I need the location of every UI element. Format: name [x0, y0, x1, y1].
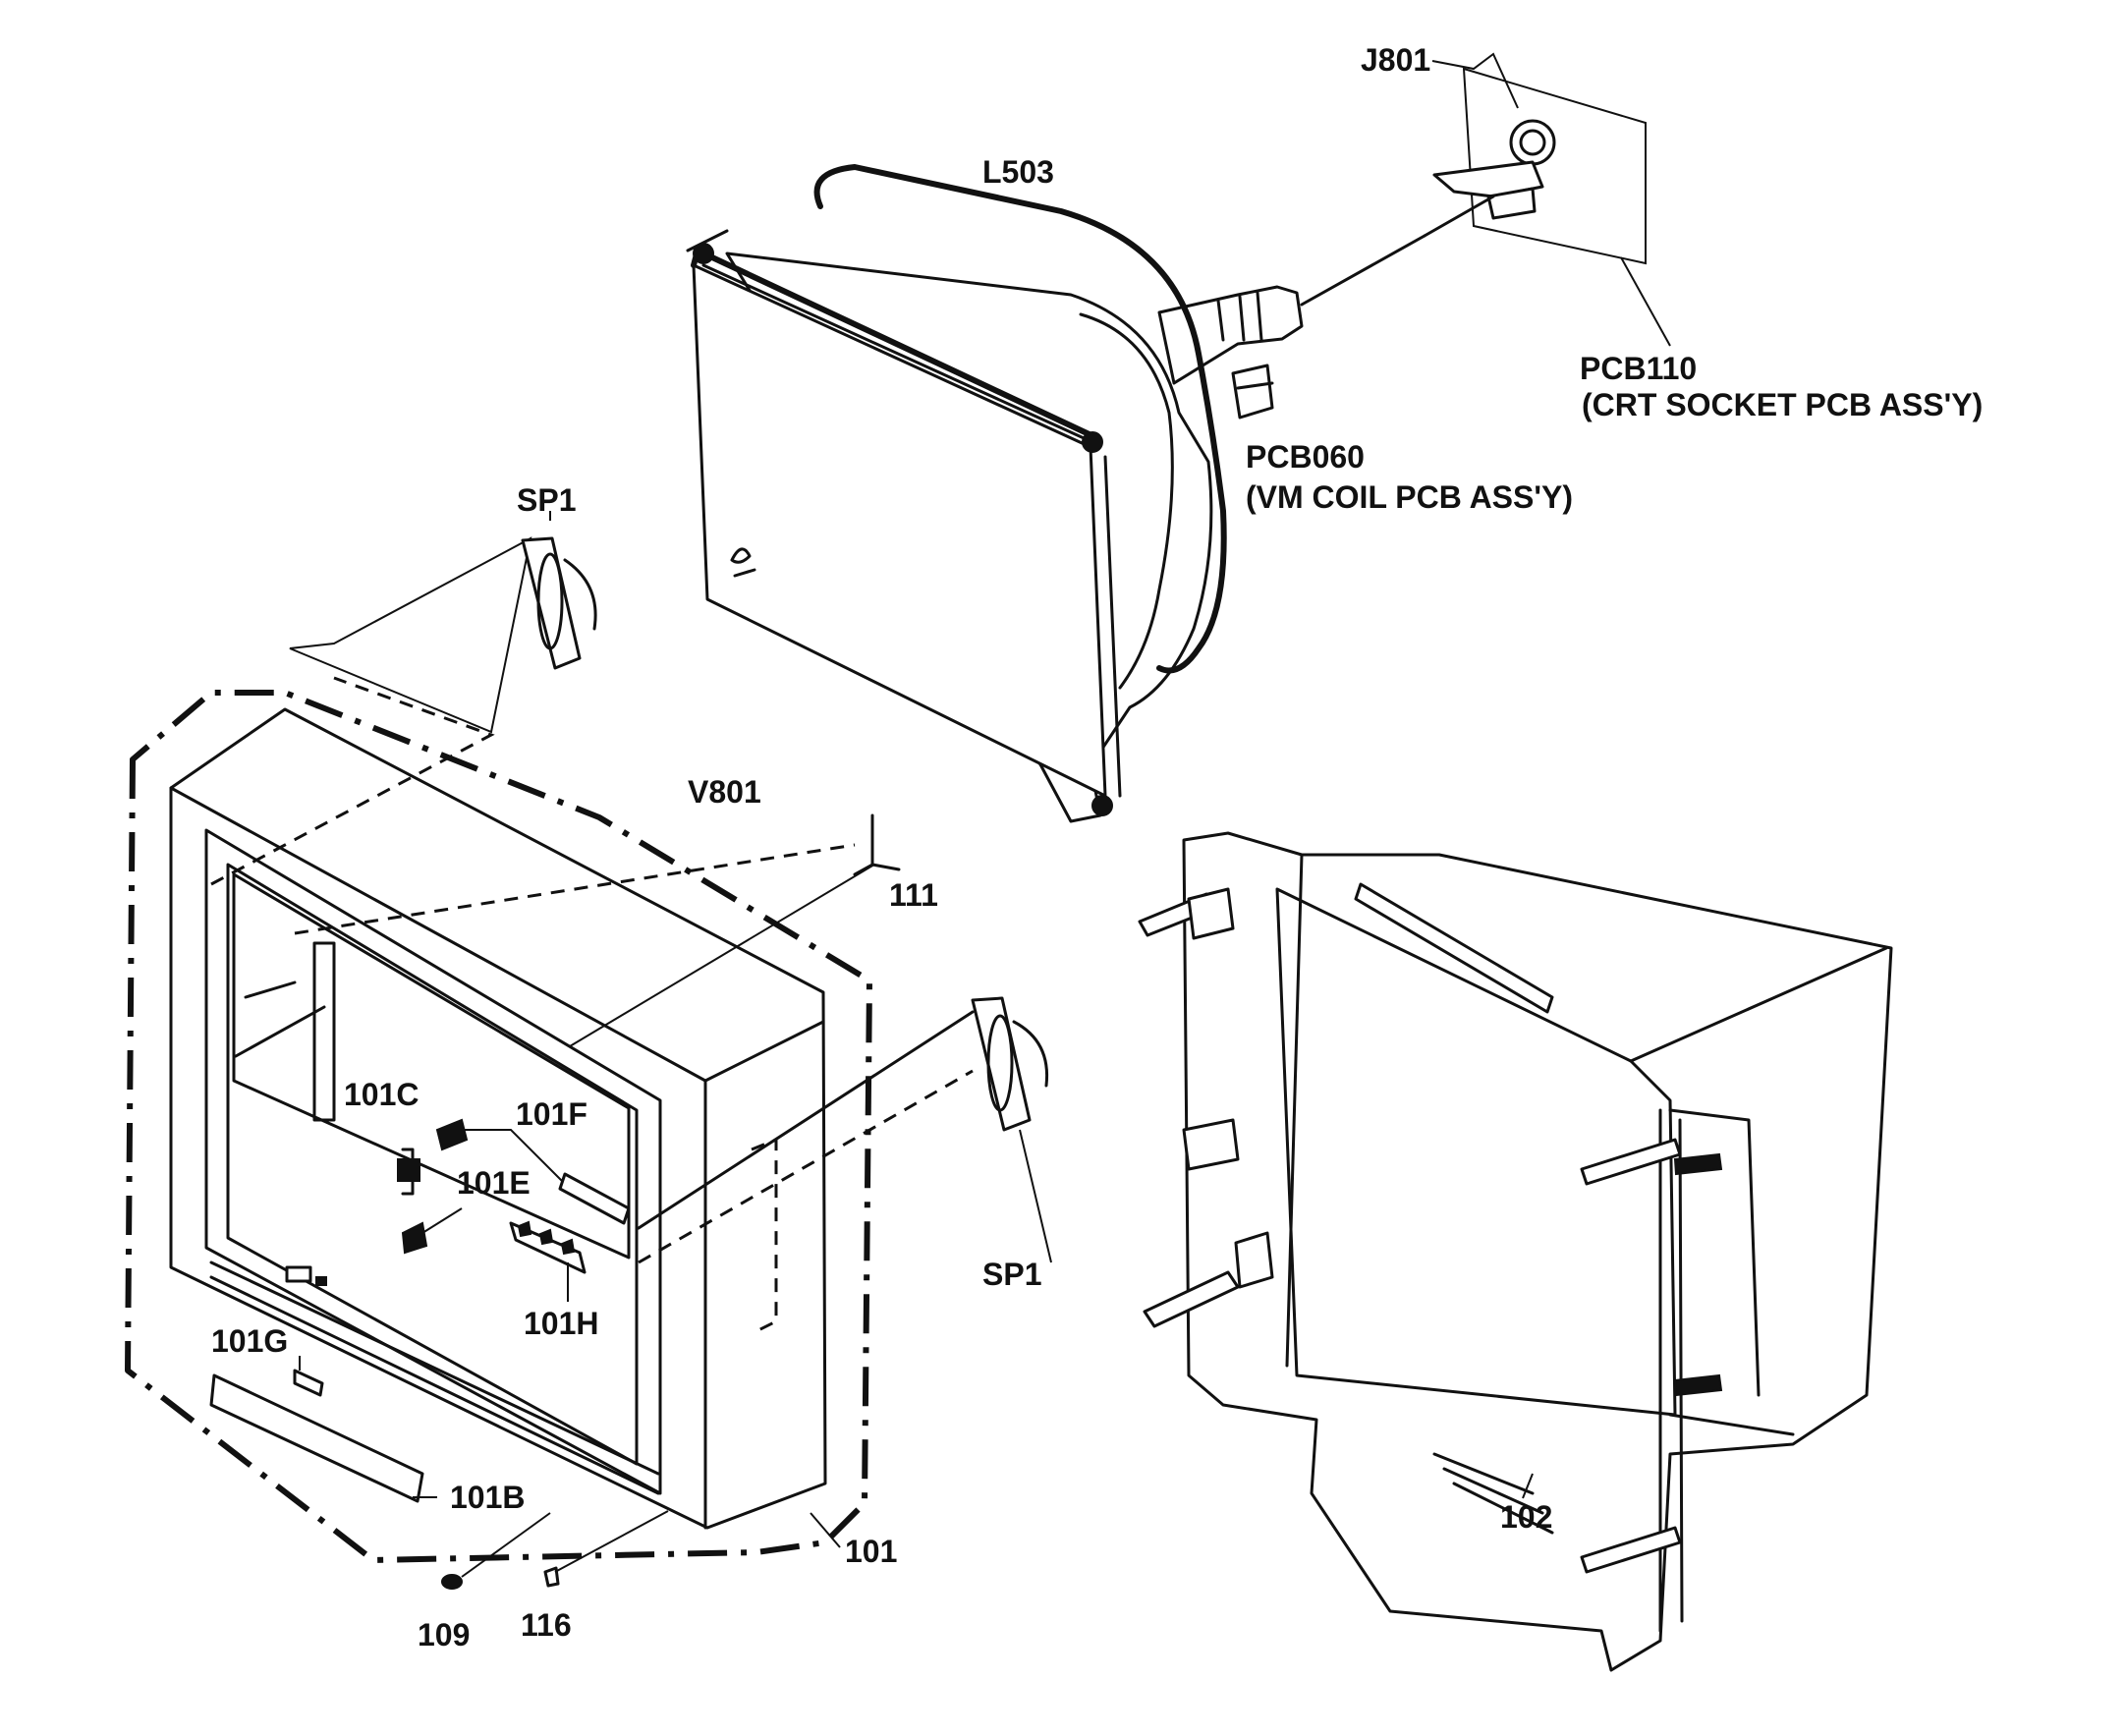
label-pcb110-desc: (CRT SOCKET PCB ASS'Y) — [1582, 387, 1983, 422]
label-pcb060: PCB060 — [1246, 439, 1365, 475]
crt-picture-tube — [686, 164, 1426, 823]
label-111: 111 — [889, 877, 938, 913]
label-101e: 101E — [457, 1165, 531, 1201]
label-v801: V801 — [688, 774, 761, 810]
label-101g: 101G — [211, 1323, 288, 1359]
label-pcb110: PCB110 — [1580, 351, 1697, 386]
label-101b: 101B — [450, 1480, 526, 1515]
label-sp1-top: SP1 — [517, 482, 576, 518]
crt-socket-pcb — [1423, 52, 1671, 347]
speaker-right — [637, 996, 1052, 1263]
speaker-top — [289, 511, 597, 734]
label-101c: 101C — [344, 1077, 419, 1112]
label-j801: J801 — [1361, 42, 1430, 78]
label-l503: L503 — [982, 154, 1054, 190]
label-pcb060-desc: (VM COIL PCB ASS'Y) — [1246, 479, 1573, 515]
label-101h: 101H — [524, 1306, 599, 1341]
label-sp1-right: SP1 — [982, 1257, 1041, 1292]
label-102: 102 — [1500, 1499, 1552, 1535]
small-parts — [299, 813, 901, 1590]
label-101f: 101F — [516, 1096, 587, 1132]
front-cabinet — [125, 676, 974, 1563]
label-116: 116 — [521, 1607, 572, 1643]
label-109: 109 — [418, 1617, 470, 1652]
label-101: 101 — [845, 1534, 897, 1569]
rear-cover — [1138, 831, 1893, 1672]
part-labels: J801 L503 PCB110 (CRT SOCKET PCB ASS'Y) … — [211, 42, 1983, 1652]
